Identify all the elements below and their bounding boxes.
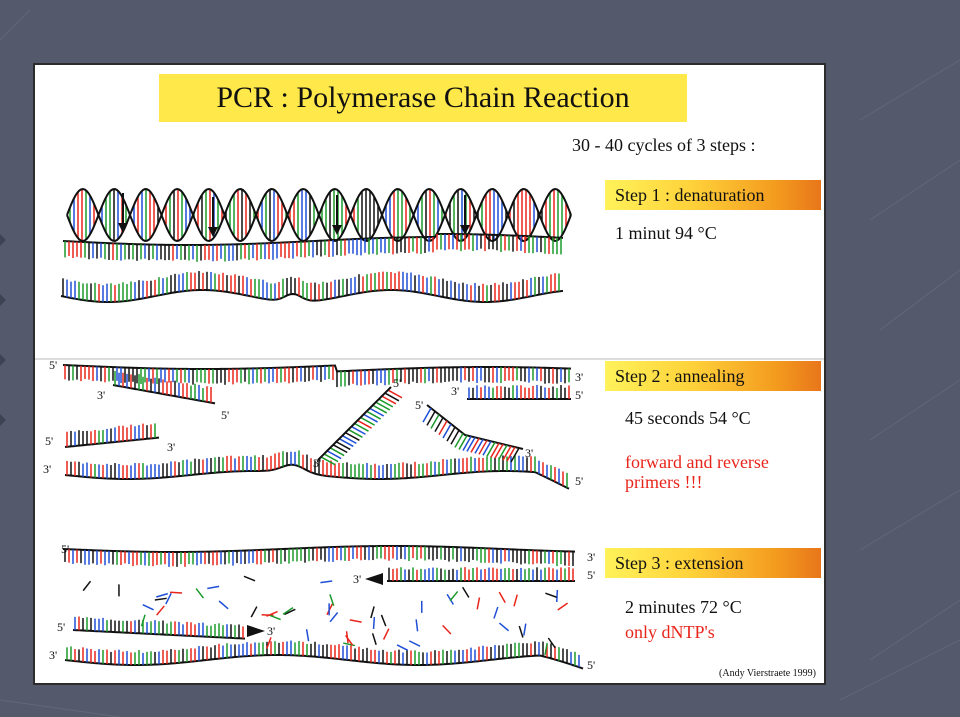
primer-top-right-bases <box>468 385 570 399</box>
label-5-ext-top: 5' <box>61 542 69 556</box>
arrow-head-4 <box>460 225 470 235</box>
dna-diagram: 5'3'3'5'3'5'5'3'3'5'3'5'5'3'5'3'5'3'5'3'… <box>35 187 824 672</box>
slide-bullet-3 <box>0 354 6 366</box>
step-3-label: Step 3 : extension <box>605 548 821 578</box>
extension-primer-bottom-bases <box>74 616 244 639</box>
step-1-detail: 1 minut 94 °C <box>615 223 717 243</box>
denatured-top-bases <box>64 234 562 262</box>
label-5-primer-right: 5' <box>575 388 583 402</box>
step-2-label: Step 2 : annealing <box>605 361 821 391</box>
extension-primer-top-bases <box>388 567 574 581</box>
label-5-forward: 5' <box>45 434 53 448</box>
annealing-top-bases <box>64 365 570 388</box>
reverse-primer-a-bases <box>320 389 403 466</box>
step-2-note: forward and reverse primers !!! <box>625 452 769 492</box>
arrow-head-1 <box>118 223 128 233</box>
annealing-bottom-backbone <box>64 463 570 490</box>
reverse-primer-a-backbone <box>317 386 392 461</box>
annealing-bottom-bases <box>66 450 568 488</box>
label-5-reverse-a: 5' <box>393 376 401 390</box>
label-3-reverse-a: 3' <box>313 456 321 470</box>
step-1-label: Step 1 : denaturation <box>605 180 821 210</box>
label-5-reverse-b: 5' <box>415 398 423 412</box>
forward-primer-bases <box>66 423 156 447</box>
pcr-diagram-panel: 5'3'3'5'3'5'5'3'3'5'3'5'5'3'5'3'5'3'5'3'… <box>33 63 826 685</box>
slide-bullet-4 <box>0 414 6 426</box>
free-dntps <box>82 575 569 656</box>
label-3-ext-bottom: 3' <box>49 648 57 662</box>
primer-fragment-1-backbone <box>112 384 216 405</box>
arrow-head-2 <box>208 227 218 237</box>
label-5-ext-primer: 5' <box>587 568 595 582</box>
label-3-primer-right: 3' <box>451 384 459 398</box>
label-5-ext-bottom: 5' <box>587 658 595 672</box>
label-3-bottom-left: 3' <box>43 462 51 476</box>
slide-bullet-1 <box>0 234 6 246</box>
label-3-fragment-1: 3' <box>97 388 105 402</box>
label-3-top-right: 3' <box>575 370 583 384</box>
helix-strand-b <box>66 187 572 243</box>
primer-fragment-1-bases <box>114 370 212 403</box>
label-3-ext-top: 3' <box>587 550 595 564</box>
slide-bullet-2 <box>0 294 6 306</box>
extension-arrow-top <box>365 573 383 585</box>
label-5-bottom-right: 5' <box>575 474 583 488</box>
denatured-bottom-bases <box>62 271 560 302</box>
credit-text: (Andy Vierstraete 1999) <box>719 668 816 679</box>
extension-arrow-bottom <box>247 625 265 637</box>
label-3-ext-primer: 3' <box>353 572 361 586</box>
label-3-forward: 3' <box>167 440 175 454</box>
label-5-top-left: 5' <box>49 358 57 372</box>
denatured-bottom-backbone <box>60 289 564 303</box>
label-5-ext-bottom-primer: 5' <box>57 620 65 634</box>
reverse-primer-b-bases <box>422 407 520 463</box>
reverse-primer-b-backbone <box>426 404 524 450</box>
step-2-detail: 45 seconds 54 °C <box>625 408 751 428</box>
cycles-text: 30 - 40 cycles of 3 steps : <box>572 135 756 155</box>
extension-top-bases <box>64 546 574 567</box>
extension-bottom-bases <box>66 640 580 668</box>
page-title: PCR : Polymerase Chain Reaction <box>159 74 687 122</box>
label-5-fragment-1: 5' <box>221 408 229 422</box>
label-3-ext-bottom-primer: 3' <box>267 624 275 638</box>
step-3-note: only dNTP's <box>625 622 715 642</box>
step-3-detail: 2 minutes 72 °C <box>625 597 742 617</box>
label-3-reverse-b: 3' <box>525 446 533 460</box>
arrow-head-3 <box>332 225 342 235</box>
